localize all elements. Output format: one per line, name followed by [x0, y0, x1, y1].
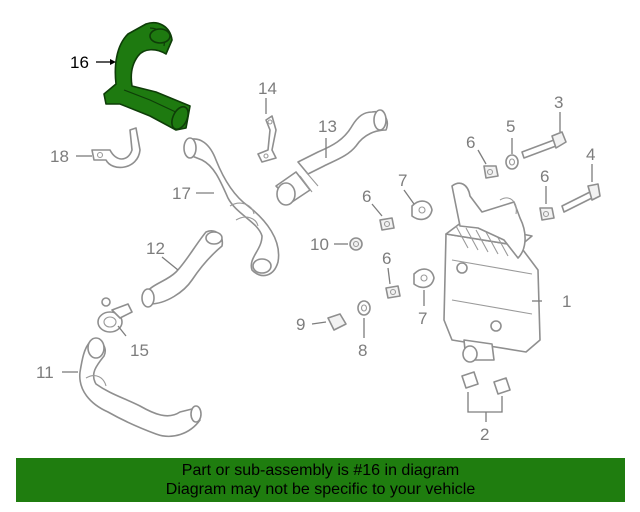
callout-8: 8 — [358, 341, 367, 360]
callout-9: 9 — [296, 315, 305, 334]
part-7-clip-a[interactable] — [411, 200, 433, 221]
callout-6-a: 6 — [466, 133, 475, 152]
callout-11: 11 — [36, 363, 54, 382]
callout-15: 15 — [130, 341, 149, 360]
part-10-nut[interactable] — [349, 237, 363, 251]
callout-17: 17 — [172, 184, 191, 203]
part-3-bolt[interactable] — [521, 131, 567, 159]
callout-2: 2 — [480, 425, 489, 444]
callout-7-b: 7 — [418, 309, 427, 328]
part-18-bracket[interactable] — [91, 127, 141, 169]
part-1-intercooler[interactable] — [443, 182, 541, 363]
part-8-washer[interactable] — [357, 300, 371, 316]
part-6-nut-d[interactable] — [385, 285, 401, 299]
part-17-hose[interactable] — [183, 137, 280, 277]
callout-labels: 16 18 17 14 13 12 15 11 1 2 3 4 5 6 6 6 … — [36, 53, 595, 444]
part-15-clamp[interactable] — [97, 297, 133, 333]
part-2-clips[interactable] — [461, 371, 511, 395]
part-9-sensor[interactable] — [327, 313, 347, 331]
callout-7-a: 7 — [398, 171, 407, 190]
part-13-pipe[interactable] — [275, 109, 388, 206]
callout-14: 14 — [258, 79, 277, 98]
callout-6-c: 6 — [362, 187, 371, 206]
callout-1: 1 — [562, 292, 571, 311]
part-6-nut-a[interactable] — [483, 165, 499, 179]
callout-10: 10 — [310, 235, 329, 254]
callout-13: 13 — [318, 117, 337, 136]
callout-3: 3 — [554, 93, 563, 112]
callout-12: 12 — [146, 239, 165, 258]
callout-6-b: 6 — [540, 167, 549, 186]
part-7-clip-b[interactable] — [413, 268, 435, 289]
callout-4: 4 — [586, 145, 595, 164]
part-4-bolt[interactable] — [561, 183, 601, 213]
part-6-nut-b[interactable] — [539, 207, 555, 221]
callout-18: 18 — [50, 147, 69, 166]
part-5-washer[interactable] — [505, 154, 519, 170]
part-6-nut-c[interactable] — [379, 217, 395, 231]
banner-line-part: Part or sub-assembly is #16 in diagram — [181, 462, 460, 479]
parts-diagram: 16 18 17 14 13 12 15 11 1 2 3 4 5 6 6 6 … — [36, 22, 601, 444]
callout-16: 16 — [70, 53, 89, 72]
part-11-hose[interactable] — [79, 337, 202, 438]
callout-6-d: 6 — [382, 249, 391, 268]
leader-lines — [62, 59, 593, 422]
part-14-bracket[interactable] — [257, 115, 277, 163]
callout-5: 5 — [506, 117, 515, 136]
part-16-intake-pipe[interactable] — [103, 22, 191, 132]
highlight-info-banner: Part or sub-assembly is #16 in diagram D… — [16, 458, 625, 502]
banner-line-disclaimer: Diagram may not be specific to your vehi… — [165, 481, 476, 498]
